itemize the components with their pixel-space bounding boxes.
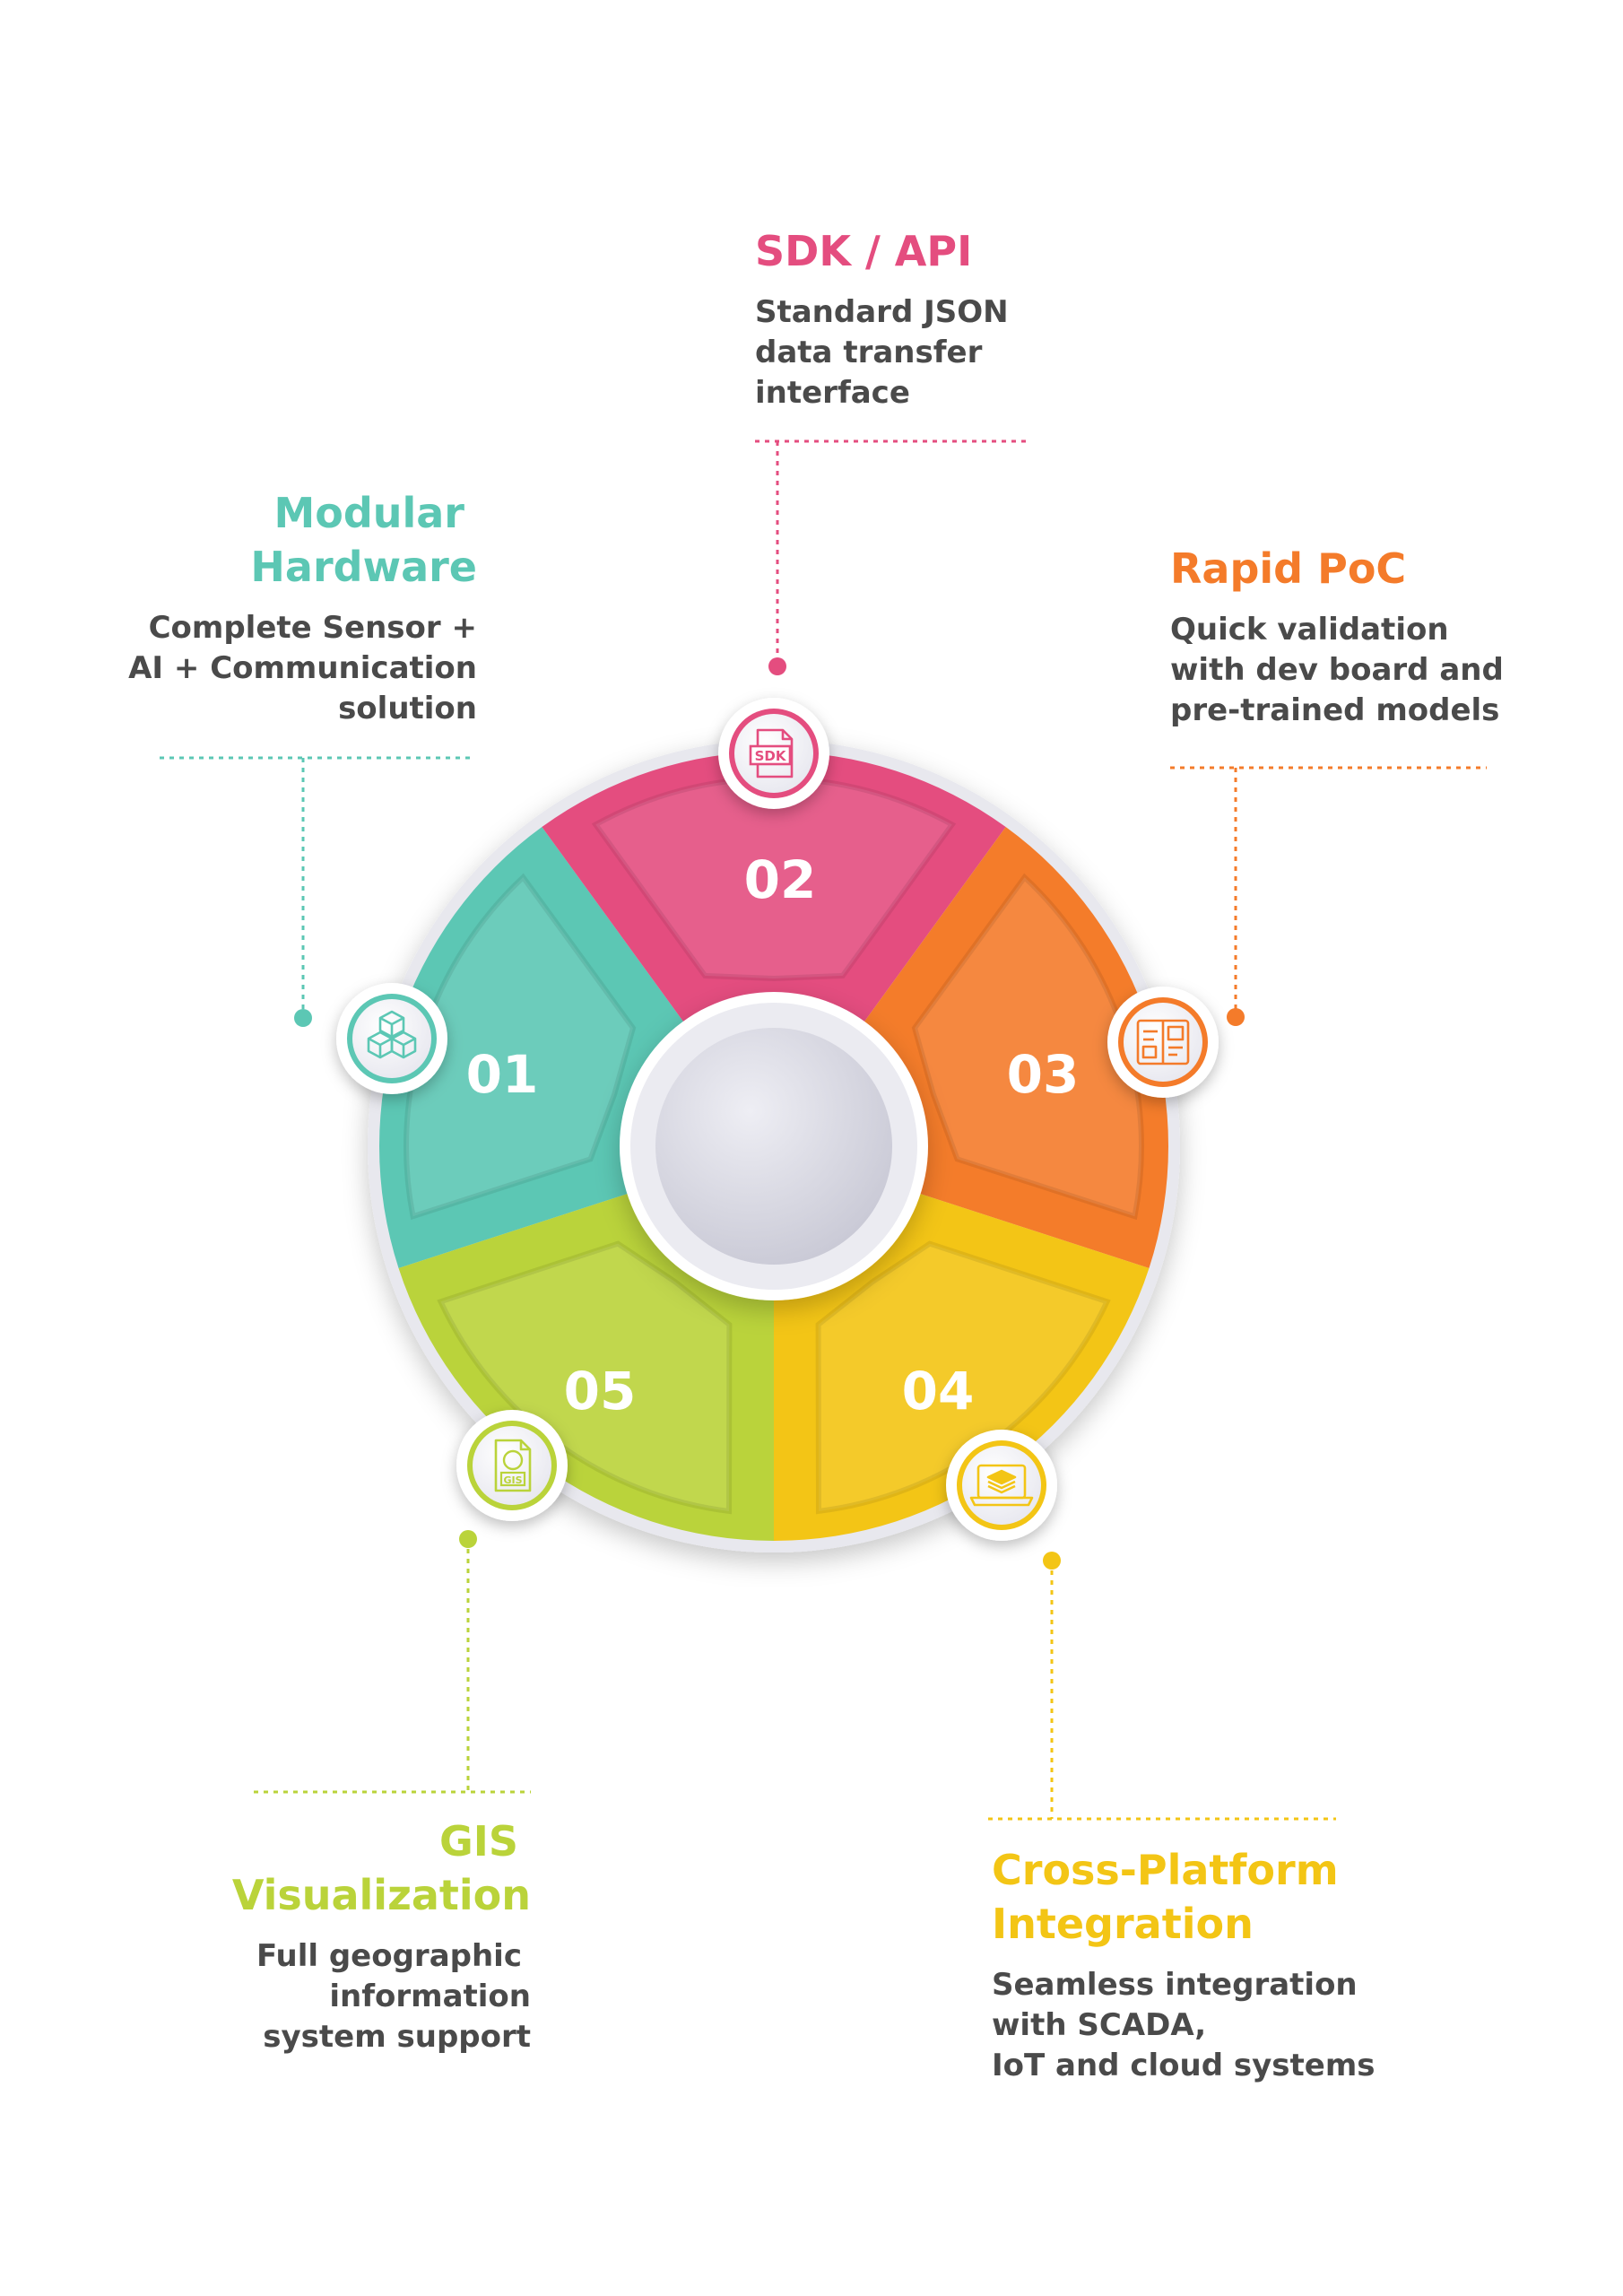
title-04-line-2: Integration [992, 1900, 1254, 1948]
gis-icon-label: GIS [503, 1474, 522, 1486]
title-01: Modular Hardware [128, 486, 477, 594]
desc-05-line-3: system support [263, 2019, 531, 2055]
sdk-file-icon: SDK [749, 728, 794, 778]
connector-lines [160, 439, 1487, 1821]
desc-04-line-2: with SCADA, [992, 2007, 1207, 2043]
block-05: GIS Visualization Full geographic inform… [232, 1814, 531, 2057]
badge-02: SDK [718, 698, 829, 809]
segment-number-01: 01 [466, 1044, 539, 1105]
center-hub [620, 992, 928, 1300]
segment-number-04: 04 [902, 1361, 975, 1422]
desc-03-line-1: Quick validation [1170, 612, 1449, 648]
desc-03-line-2: with dev board and [1170, 652, 1504, 688]
desc-04: Seamless integration with SCADA, IoT and… [992, 1965, 1376, 2086]
desc-02: Standard JSON data transfer interface [755, 292, 1009, 413]
icon-badges: SDK [336, 698, 1219, 1541]
title-03: Rapid PoC [1170, 542, 1504, 596]
desc-01-line-1: Complete Sensor + [148, 610, 477, 646]
desc-05-line-2: information [329, 1979, 531, 2014]
hub-disc [655, 1028, 892, 1265]
block-03: Rapid PoC Quick validation with dev boar… [1170, 542, 1504, 731]
badge-05: GIS [456, 1410, 568, 1521]
segment-number-02: 02 [744, 849, 817, 910]
desc-03: Quick validation with dev board and pre-… [1170, 610, 1504, 731]
wheel-segments [378, 752, 1168, 1541]
desc-05: Full geographic information system suppo… [232, 1936, 531, 2057]
laptop-layers-icon [969, 1464, 1034, 1507]
desc-01: Complete Sensor + AI + Communication sol… [128, 608, 477, 729]
block-01: Modular Hardware Complete Sensor + AI + … [128, 486, 477, 729]
desc-04-line-1: Seamless integration [992, 1967, 1358, 2003]
block-04: Cross-Platform Integration Seamless inte… [992, 1843, 1376, 2086]
segment-number-03: 03 [1007, 1044, 1080, 1105]
title-05: GIS Visualization [232, 1814, 531, 1922]
desc-01-line-3: solution [338, 691, 477, 726]
segment-numbers: 01 02 03 04 05 [466, 849, 1080, 1422]
title-05-line-1: GIS [438, 1817, 518, 1866]
title-04: Cross-Platform Integration [992, 1843, 1376, 1951]
desc-02-line-1: Standard JSON [755, 294, 1009, 330]
title-05-line-2: Visualization [231, 1871, 531, 1919]
badge-01 [336, 983, 447, 1094]
desc-01-line-2: AI + Communication [128, 650, 477, 686]
gis-file-icon: GIS [494, 1439, 532, 1492]
cubes-icon [367, 1010, 417, 1059]
desc-04-line-3: IoT and cloud systems [992, 2048, 1376, 2083]
connector-03-dot [1227, 1008, 1245, 1026]
badge-03 [1107, 987, 1219, 1098]
desc-02-line-2: data transfer [755, 335, 983, 370]
globe-icon [502, 1449, 524, 1471]
title-01-line-1: Modular [273, 489, 464, 537]
title-02-line-1: SDK / API [755, 227, 973, 275]
title-01-line-2: Hardware [250, 543, 477, 591]
badge-04 [946, 1430, 1057, 1541]
desc-05-line-1: Full geographic [256, 1938, 522, 1974]
connector-02-dot [768, 657, 786, 675]
sdk-icon-label: SDK [755, 748, 787, 764]
desc-02-line-3: interface [755, 375, 910, 411]
connector-04-dot [1043, 1552, 1061, 1570]
title-02: SDK / API [755, 224, 1009, 278]
block-02: SDK / API Standard JSON data transfer in… [755, 224, 1009, 413]
connector-05-dot [459, 1530, 477, 1548]
desc-03-line-3: pre-trained models [1170, 692, 1500, 728]
dev-board-icon [1136, 1019, 1190, 1065]
segment-number-05: 05 [564, 1361, 637, 1422]
title-04-line-1: Cross-Platform [992, 1846, 1339, 1894]
title-03-line-1: Rapid PoC [1170, 544, 1407, 593]
connector-01-dot [294, 1009, 312, 1027]
